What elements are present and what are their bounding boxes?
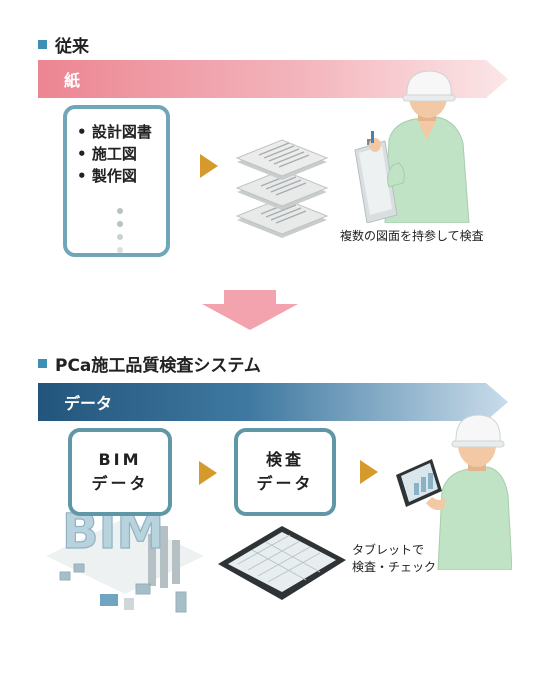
flow-arrow-icon bbox=[199, 461, 217, 485]
bim-data-card: BIM データ bbox=[68, 428, 172, 516]
transition-arrow-icon bbox=[202, 290, 298, 330]
document-item: • 製作図 bbox=[77, 167, 137, 185]
paper-band-label: 紙 bbox=[64, 71, 81, 90]
data-band-label: データ bbox=[64, 394, 113, 413]
system-heading: PCa施工品質検査システム bbox=[38, 351, 261, 376]
system-caption-line1: タブレットで bbox=[352, 543, 425, 557]
flow-arrow-icon bbox=[360, 460, 378, 484]
paper-stack-icon bbox=[235, 139, 329, 238]
paper-band-arrow bbox=[38, 60, 508, 98]
inspection-card-line1: 検査 bbox=[265, 450, 304, 469]
traditional-heading-text: 従来 bbox=[55, 37, 89, 57]
system-caption: タブレットで 検査・チェック bbox=[352, 542, 436, 576]
worker-with-clipboard-icon bbox=[354, 70, 470, 223]
system-heading-text: PCa施工品質検査システム bbox=[55, 356, 261, 376]
continuation-dots-icon bbox=[117, 208, 123, 253]
paper-band: 紙 bbox=[38, 60, 508, 98]
heading-bullet bbox=[38, 359, 47, 368]
inspection-data-card: 検査 データ bbox=[234, 428, 336, 516]
heading-bullet bbox=[38, 40, 47, 49]
flow-arrow-icon bbox=[200, 154, 218, 178]
data-band-arrow bbox=[38, 383, 508, 421]
tablet-icon bbox=[218, 526, 346, 600]
inspection-card-line2: データ bbox=[256, 474, 314, 493]
worker-with-tablet-icon bbox=[396, 414, 512, 570]
bim-card-line2: データ bbox=[91, 474, 149, 493]
document-item: • 施工図 bbox=[77, 145, 137, 163]
data-band: データ bbox=[38, 383, 508, 421]
bim-card-line1: BIM bbox=[98, 450, 142, 469]
system-caption-line2: 検査・チェック bbox=[352, 560, 437, 574]
document-item: • 設計図書 bbox=[77, 123, 152, 141]
document-list-card: • 設計図書 • 施工図 • 製作図 bbox=[63, 105, 170, 257]
traditional-caption: 複数の図面を持参して検査 bbox=[340, 229, 484, 243]
traditional-heading: 従来 bbox=[38, 32, 89, 57]
